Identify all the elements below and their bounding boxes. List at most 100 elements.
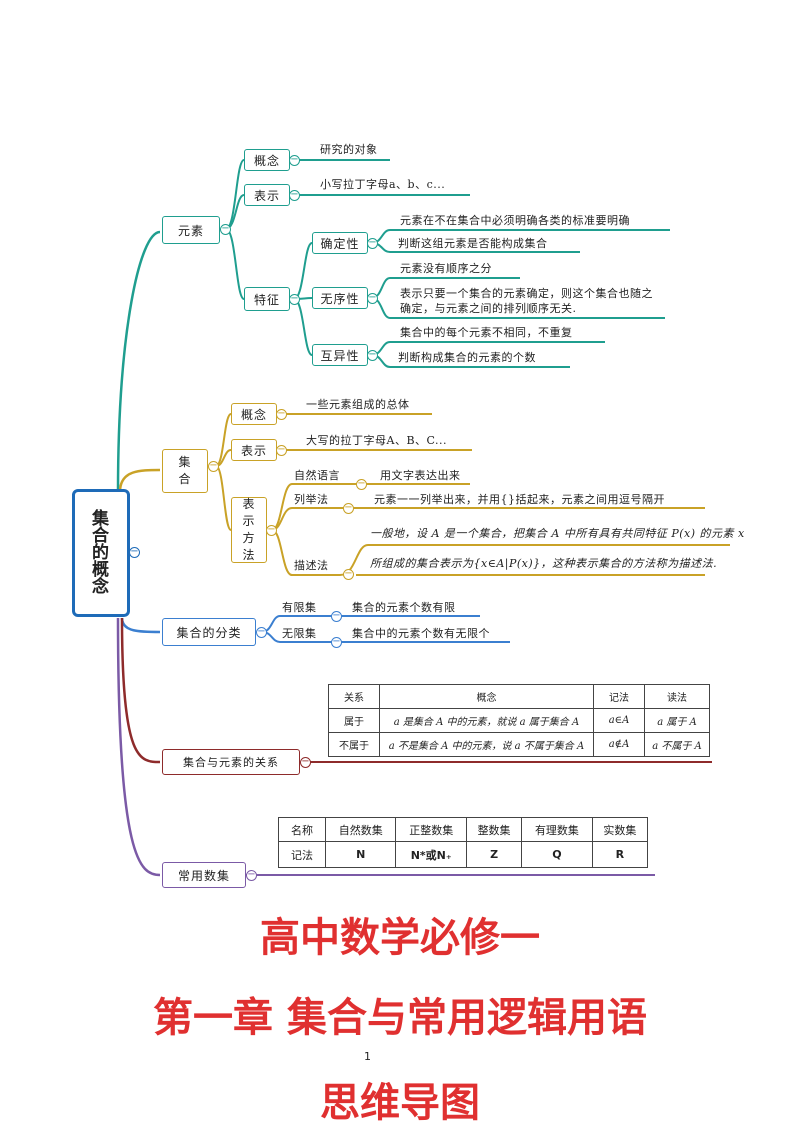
table-cell: N <box>324 841 397 868</box>
element-notation-text: 小写拉丁字母a、b、c... <box>320 178 446 191</box>
node-element[interactable]: 元素 <box>162 216 220 244</box>
node-element-notation[interactable]: 表示 <box>244 184 290 206</box>
table-header-cell: 有理数集 <box>521 817 593 842</box>
description-method-label: 描述法 <box>294 559 329 572</box>
collapse-toggle-natural-language[interactable]: − <box>356 478 367 490</box>
table-row: 记法 N N*或N₊ Z Q R <box>278 841 649 868</box>
collapse-toggle-number-sets[interactable]: − <box>246 869 257 881</box>
collapse-toggle-infinite-set[interactable]: − <box>331 636 342 648</box>
table-cell: a∈A <box>593 708 645 733</box>
vertical-char: 集 <box>178 455 192 469</box>
root-node[interactable]: 集合的概念 <box>72 489 130 617</box>
table-cell: a 不属于 A <box>644 732 710 757</box>
table-cell: 不属于 <box>328 732 380 757</box>
node-set-notation[interactable]: 表示 <box>231 439 277 461</box>
table-cell: 记法 <box>278 841 326 868</box>
set-concept-text: 一些元素组成的总体 <box>306 398 410 411</box>
table-cell: Q <box>521 841 593 868</box>
infinite-set-text: 集合中的元素个数有无限个 <box>352 627 490 640</box>
vertical-char: 念 <box>92 576 110 597</box>
collapse-toggle-unordered[interactable]: − <box>367 292 378 304</box>
title-line-3: 思维导图 <box>320 1080 480 1126</box>
node-unordered[interactable]: 无序性 <box>312 287 368 309</box>
distinctness-text-1: 集合中的每个元素不相同，不重复 <box>400 326 573 339</box>
title-line-1: 高中数学必修一 <box>260 915 540 961</box>
table-header-cell: 名称 <box>278 817 326 842</box>
relation-table-header: 关系 概念 记法 读法 <box>328 684 710 709</box>
collapse-toggle-finite-set[interactable]: − <box>331 610 342 622</box>
definiteness-text-1: 元素在不在集合中必须明确各类的标准要明确 <box>400 214 630 227</box>
collapse-toggle-definiteness[interactable]: − <box>367 237 378 249</box>
table-header-cell: 实数集 <box>591 817 649 842</box>
table-header-cell: 概念 <box>379 684 594 709</box>
node-classification[interactable]: 集合的分类 <box>162 618 256 646</box>
unordered-text-2: 表示只要一个集合的元素确定，则这个集合也随之确定，与元素之间的排列顺序无关. <box>400 287 653 315</box>
collapse-toggle-element-features[interactable]: − <box>289 293 300 305</box>
collapse-toggle-description-method[interactable]: − <box>343 568 354 580</box>
listing-method-text: 元素一一列举出来，并用{}括起来，元素之间用逗号隔开 <box>374 493 665 506</box>
description-method-text-2: 所组成的集合表示为{x∈A|P(x)}，这种表示集合的方法称为描述法. <box>370 557 718 570</box>
table-cell: N*或N₊ <box>395 841 467 868</box>
node-distinctness[interactable]: 互异性 <box>312 344 368 366</box>
table-cell: a 是集合 A 中的元素，就说 a 属于集合 A <box>379 708 594 733</box>
table-row: 属于 a 是集合 A 中的元素，就说 a 属于集合 A a∈A a 属于 A <box>328 708 710 733</box>
vertical-char: 集 <box>92 508 110 529</box>
vertical-char: 的 <box>92 542 110 563</box>
number-sets-header: 名称 自然数集 正整数集 整数集 有理数集 实数集 <box>278 817 649 842</box>
collapse-toggle-set-notation[interactable]: − <box>276 444 287 456</box>
collapse-toggle-root[interactable]: − <box>129 546 140 558</box>
node-number-sets[interactable]: 常用数集 <box>162 862 246 888</box>
table-cell: R <box>591 841 649 868</box>
title-line-2: 第一章 集合与常用逻辑用语 <box>153 995 647 1041</box>
collapse-toggle-element[interactable]: − <box>220 223 231 235</box>
relation-table: 关系 概念 记法 读法 属于 a 是集合 A 中的元素，就说 a 属于集合 A … <box>328 684 710 757</box>
table-row: 不属于 a 不是集合 A 中的元素，说 a 不属于集合 A a∉A a 不属于 … <box>328 732 710 757</box>
table-cell: a 属于 A <box>644 708 710 733</box>
table-header-cell: 正整数集 <box>395 817 467 842</box>
number-sets-table: 名称 自然数集 正整数集 整数集 有理数集 实数集 记法 N N*或N₊ Z Q… <box>278 817 649 868</box>
node-set-concept[interactable]: 概念 <box>231 403 277 425</box>
node-definiteness[interactable]: 确定性 <box>312 232 368 254</box>
infinite-set-label: 无限集 <box>282 627 317 640</box>
listing-method-label: 列举法 <box>294 493 329 506</box>
node-set[interactable]: 集合 <box>162 449 208 493</box>
unordered-text-1: 元素没有顺序之分 <box>400 262 492 275</box>
definiteness-text-2: 判断这组元素是否能构成集合 <box>398 237 548 250</box>
vertical-char: 合 <box>178 472 192 486</box>
table-cell: a 不是集合 A 中的元素，说 a 不属于集合 A <box>379 732 594 757</box>
vertical-char: 表 <box>242 497 256 511</box>
set-notation-text: 大写的拉丁字母A、B、C... <box>306 434 448 447</box>
finite-set-label: 有限集 <box>282 601 317 614</box>
element-concept-text: 研究的对象 <box>320 143 378 156</box>
vertical-char: 示 <box>242 514 256 528</box>
collapse-toggle-relation[interactable]: − <box>300 756 311 768</box>
vertical-char: 法 <box>242 548 256 562</box>
page-number: 1 <box>364 1050 371 1063</box>
node-relation[interactable]: 集合与元素的关系 <box>162 749 300 775</box>
table-cell: Z <box>465 841 523 868</box>
collapse-toggle-element-concept[interactable]: − <box>289 154 300 166</box>
description-method-text-1: 一般地，设 A 是一个集合，把集合 A 中所有具有共同特征 P(x) 的元素 x <box>370 527 745 540</box>
table-header-cell: 关系 <box>328 684 380 709</box>
collapse-toggle-set[interactable]: − <box>208 460 219 472</box>
table-header-cell: 自然数集 <box>324 817 397 842</box>
collapse-toggle-set-methods[interactable]: − <box>266 524 277 536</box>
finite-set-text: 集合的元素个数有限 <box>352 601 456 614</box>
collapse-toggle-listing-method[interactable]: − <box>343 502 354 514</box>
vertical-char: 方 <box>242 531 256 545</box>
table-cell: 属于 <box>328 708 380 733</box>
collapse-toggle-element-notation[interactable]: − <box>289 189 300 201</box>
table-header-cell: 整数集 <box>465 817 523 842</box>
natural-language-label: 自然语言 <box>294 469 340 482</box>
collapse-toggle-classification[interactable]: − <box>256 626 267 638</box>
natural-language-text: 用文字表达出来 <box>380 469 461 482</box>
collapse-toggle-set-concept[interactable]: − <box>276 408 287 420</box>
table-header-cell: 记法 <box>593 684 645 709</box>
collapse-toggle-distinctness[interactable]: − <box>367 349 378 361</box>
table-cell: a∉A <box>593 732 645 757</box>
node-element-concept[interactable]: 概念 <box>244 149 290 171</box>
node-element-features[interactable]: 特征 <box>244 287 290 311</box>
node-set-methods[interactable]: 表示方法 <box>231 497 267 563</box>
distinctness-text-2: 判断构成集合的元素的个数 <box>398 351 536 364</box>
